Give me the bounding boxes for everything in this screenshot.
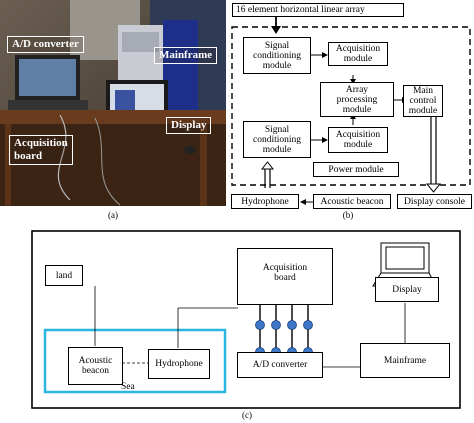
display-console-box: Display console xyxy=(397,194,472,209)
display-box: Display xyxy=(375,277,439,302)
signal-conditioning-bottom: Signal conditioning module xyxy=(243,121,311,158)
label-display: Display xyxy=(166,117,212,134)
dashed-enclosure xyxy=(231,26,471,186)
caption-b: (b) xyxy=(342,210,354,220)
sea-area xyxy=(43,328,227,394)
acoustic-beacon-c: Acoustic beacon xyxy=(68,347,123,385)
array-title-box: 16 element horizontal linear array xyxy=(232,3,404,17)
ad-converter-box: A/D converter xyxy=(237,352,323,378)
acquisition-module-top: Acquisition module xyxy=(328,42,388,66)
sea-label: Sea xyxy=(121,382,135,392)
lab-setup-photo: A/D converter Mainframe Display Acquisit… xyxy=(0,0,226,206)
array-processing-module: Array processing module xyxy=(320,82,394,117)
label-mainframe: Mainframe xyxy=(154,47,218,64)
acquisition-board-box: Acquisition board xyxy=(237,248,333,305)
caption-a: (a) xyxy=(108,210,118,220)
land-box: land xyxy=(45,265,83,286)
mainframe-box: Mainframe xyxy=(360,343,450,378)
caption-c: (c) xyxy=(242,410,252,420)
label-acquisition-board: Acquisition board xyxy=(9,135,73,165)
label-ad-converter: A/D converter xyxy=(7,36,84,53)
power-module: Power module xyxy=(313,162,399,177)
outer-frame xyxy=(31,230,461,409)
hydrophone-c: Hydrophone xyxy=(148,349,210,379)
signal-conditioning-top: Signal conditioning module xyxy=(243,37,311,74)
hydrophone-box: Hydrophone xyxy=(231,194,299,209)
main-control-module: Main control module xyxy=(403,85,443,117)
acquisition-module-bottom: Acquisition module xyxy=(328,127,388,153)
acoustic-beacon-box: Acoustic beacon xyxy=(313,194,391,209)
photo-illustration xyxy=(0,0,226,206)
